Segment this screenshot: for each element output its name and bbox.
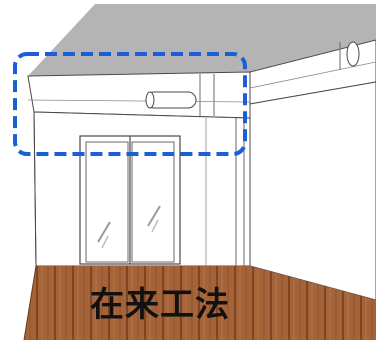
right-duct bbox=[249, 39, 376, 105]
soffit-beam bbox=[27, 71, 251, 119]
wood-floor bbox=[24, 266, 376, 340]
ceiling bbox=[28, 4, 376, 76]
highlight-dashed-box bbox=[13, 52, 247, 156]
caption-label: 在来工法 bbox=[90, 284, 230, 325]
duct-pipe-icon bbox=[346, 41, 360, 67]
right-wall bbox=[249, 81, 376, 301]
door-panel-right bbox=[131, 141, 175, 263]
door-panel-left bbox=[85, 141, 129, 263]
